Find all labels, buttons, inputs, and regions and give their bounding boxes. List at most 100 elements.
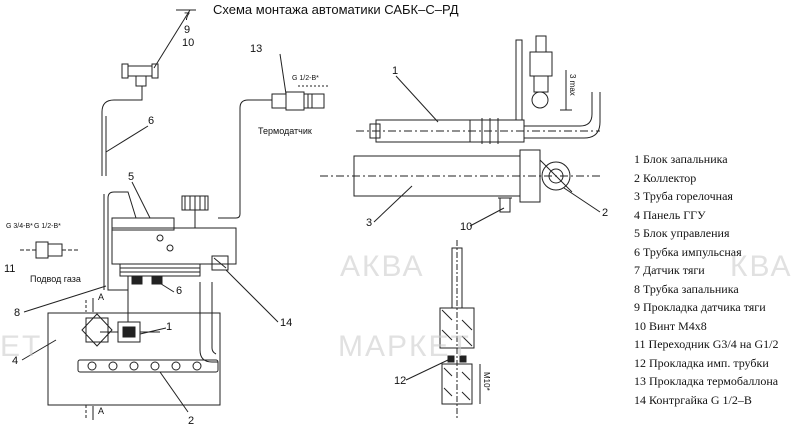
- gasket-12: [447, 355, 455, 363]
- pilot-block-top: [535, 35, 547, 53]
- pilot-block-neck: [533, 75, 549, 93]
- callout-5: 5: [128, 171, 134, 183]
- watermark-right-fragment: КВА: [730, 250, 793, 283]
- ggu-panel: [47, 312, 221, 406]
- collector-section: [541, 161, 571, 191]
- collector-section-inner: [548, 168, 564, 184]
- legend-item: 4 Панель ГГУ: [634, 207, 706, 222]
- legend-item: 6 Трубка импульсная: [634, 244, 742, 259]
- fitting-hatch-2: [461, 319, 473, 331]
- fitting-body-hatch-1: [443, 367, 453, 377]
- annotation-3max: 3 max: [568, 74, 577, 96]
- fitting-hatch-3: [441, 329, 453, 341]
- callout-3: 3: [366, 217, 372, 229]
- leader-12: [405, 359, 449, 381]
- annotation-g34: G 3/4-В*: [6, 223, 33, 230]
- callout-6-bottom: 6: [176, 285, 182, 297]
- fitting-body-hatch-2: [461, 371, 471, 381]
- collector-nozzle-4: [150, 361, 160, 371]
- collector-nozzle-3: [129, 361, 139, 371]
- draft-sensor-right-cap: [151, 63, 159, 79]
- fitting-hatch-4: [461, 335, 473, 347]
- leader-10: [469, 207, 505, 227]
- callout-1-left: 1: [166, 321, 172, 333]
- callout-6-top: 6: [148, 115, 154, 127]
- legend-item: 8 Трубка запальника: [634, 281, 739, 296]
- draft-sensor-neck: [135, 75, 147, 87]
- leader-7: [153, 9, 191, 69]
- screw-10: [499, 197, 511, 213]
- leader-5: [131, 181, 151, 219]
- legend-item: 11 Переходник G3/4 на G1/2: [634, 337, 779, 351]
- burner-collar: [519, 149, 541, 203]
- fitting-nut: [439, 307, 475, 349]
- legend-item: 13 Прокладка термобаллона: [634, 374, 779, 388]
- impulse-tube: [101, 86, 143, 176]
- leader-2-left: [159, 371, 189, 413]
- control-screw-2: [166, 244, 174, 252]
- callout-4: 4: [12, 355, 18, 367]
- collector-nozzle-2: [108, 361, 118, 371]
- thermo-nut: [271, 93, 287, 109]
- callout-8: 8: [14, 307, 20, 319]
- thermo-tube: [218, 99, 272, 219]
- control-block-base: [119, 263, 201, 277]
- callout-10-right: 10: [460, 221, 472, 233]
- annotation-thermo: Термодатчик: [258, 126, 312, 136]
- leader-14: [225, 269, 279, 323]
- pilot-bend-outer: [524, 92, 601, 139]
- callout-7: 7: [184, 11, 190, 23]
- gas-pipe-down-2: [211, 282, 217, 355]
- collector-nozzle-6: [192, 361, 202, 371]
- callout-13: 13: [250, 43, 262, 55]
- leader-2-right: [563, 187, 601, 213]
- annotation-m10: M10*: [482, 372, 491, 391]
- annotation-g12: G 1/2-В*: [34, 223, 61, 230]
- control-block-top: [111, 217, 175, 231]
- control-block: [111, 227, 237, 265]
- annotation-g12-thermo: G 1/2-В*: [292, 75, 319, 82]
- fitting-body: [441, 363, 473, 405]
- pilot-block-core: [122, 326, 136, 338]
- legend-item: 2 Коллектор: [634, 170, 697, 185]
- legend-item: 1 Блок запальника: [634, 152, 728, 166]
- pilot-bend: [524, 92, 593, 127]
- collector-hatch-1: [539, 159, 573, 193]
- callout-2-right: 2: [602, 207, 608, 219]
- parts-legend: 1 Блок запальника 2 Коллектор 3 Труба го…: [634, 150, 778, 409]
- fitting-hatch-1: [441, 309, 453, 321]
- section-label-top: A: [98, 292, 104, 302]
- thermo-nut-2: [285, 91, 305, 111]
- callout-11: 11: [4, 263, 15, 275]
- pilot-tube-8: [107, 191, 137, 291]
- legend-item: 3 Труба горелочная: [634, 189, 733, 203]
- annotation-gas-inlet: Подвод газа: [30, 274, 81, 284]
- legend-item: 5 Блок управления: [634, 226, 730, 240]
- callout-12: 12: [394, 375, 406, 387]
- control-outlet: [211, 255, 229, 271]
- watermark-brand: АКВА: [340, 250, 425, 283]
- leader-1-right: [395, 75, 439, 123]
- collector-nozzle-5: [171, 361, 181, 371]
- legend-item: 12 Прокладка имп. трубки: [634, 355, 769, 370]
- watermark-market: МАРКЕТ: [338, 330, 471, 363]
- leader-1-left: [139, 327, 167, 335]
- callout-9: 9: [184, 24, 190, 36]
- pilot-vertical-tube: [515, 39, 523, 121]
- valve-body: [85, 317, 109, 343]
- draft-sensor-left-cap: [121, 63, 129, 79]
- gas-pipe-down: [199, 282, 218, 363]
- page-title: Схема монтажа автоматики САБК–С–РД: [213, 2, 459, 17]
- leader-3: [373, 185, 413, 223]
- control-outlet-hatch: [213, 257, 227, 269]
- fitting-body-hatch-4: [461, 391, 471, 401]
- pilot-nozzle: [531, 91, 549, 109]
- leader-4: [21, 339, 57, 361]
- leader-6-top: [105, 125, 149, 153]
- legend-item: 7 Датчик тяги: [634, 263, 705, 277]
- nut-2: [151, 275, 163, 285]
- fitting-body-hatch-3: [443, 387, 453, 397]
- pilot-block-right: [529, 51, 553, 77]
- watermark-left-fragment: ЕТ: [0, 330, 43, 363]
- leader-8: [23, 285, 107, 313]
